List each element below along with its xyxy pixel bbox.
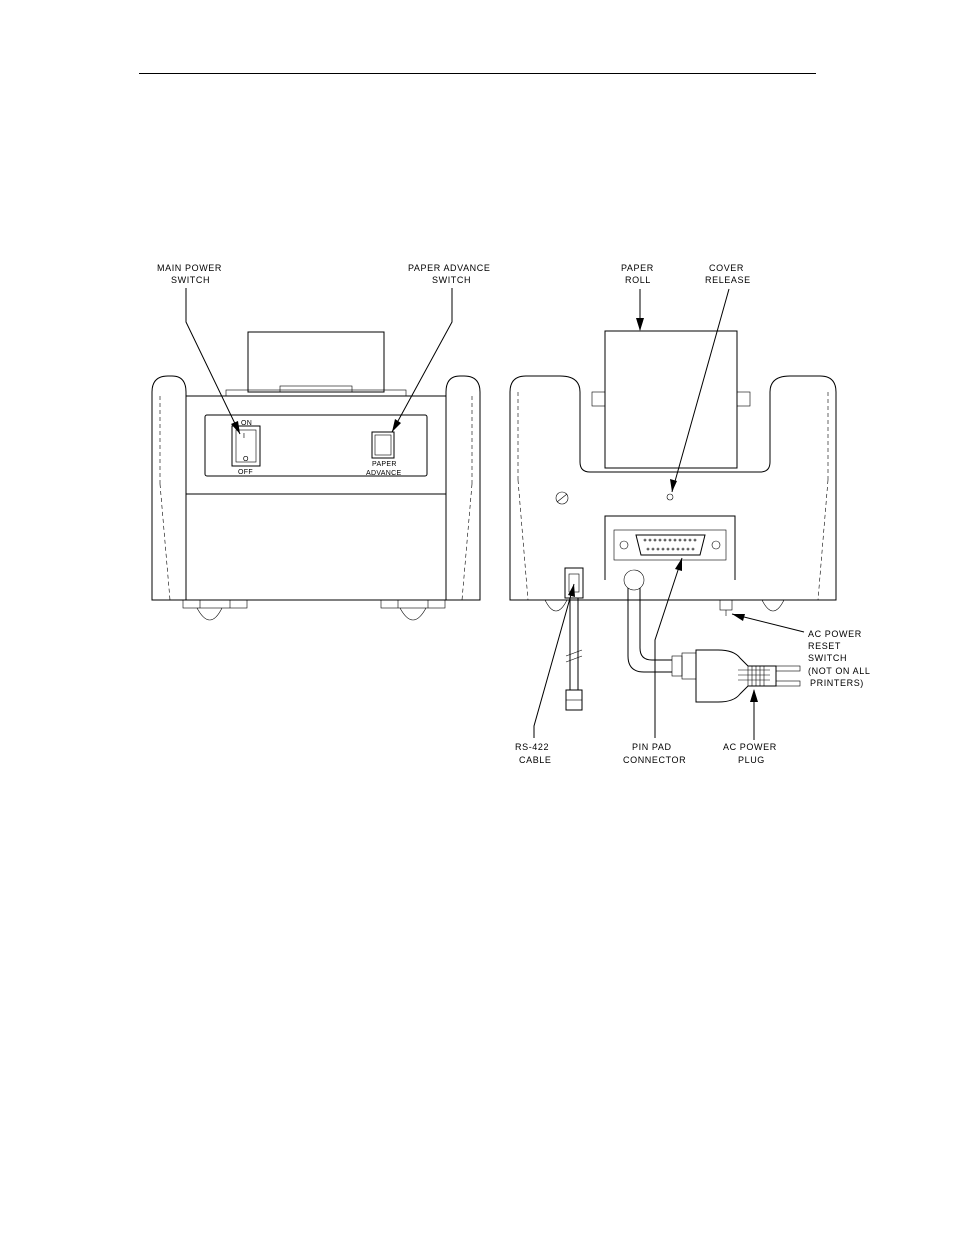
- svg-text:MAIN POWER: MAIN POWER: [157, 263, 222, 273]
- callout-cover-release: COVER RELEASE: [670, 263, 751, 493]
- paper-roll: [604, 330, 738, 469]
- callout-paper-advance-switch: PAPER ADVANCE SWITCH: [391, 263, 491, 433]
- callout-pin-pad-connector: PIN PAD CONNECTOR: [623, 557, 686, 765]
- front-body: [151, 375, 481, 601]
- rs422-jack: [564, 567, 584, 599]
- rear-screw: [555, 491, 569, 505]
- svg-text:RESET: RESET: [808, 641, 841, 651]
- svg-text:CABLE: CABLE: [519, 755, 552, 765]
- callout-rs422-cable: RS-422 CABLE: [515, 583, 575, 765]
- svg-text:RELEASE: RELEASE: [705, 275, 751, 285]
- callout-ac-power-reset-switch: AC POWER RESET SWITCH (NOT ON ALL PRINTE…: [731, 613, 870, 688]
- rear-body: [509, 375, 837, 601]
- front-foot-right: [399, 607, 427, 621]
- svg-text:AC POWER: AC POWER: [723, 742, 777, 752]
- front-foot-left: [196, 607, 223, 621]
- svg-text:COVER: COVER: [709, 263, 744, 273]
- printer-rear-view: [509, 330, 837, 711]
- pin-pad-connector: [613, 529, 727, 561]
- svg-text:RS-422: RS-422: [515, 742, 549, 752]
- off-symbol: O: [243, 456, 249, 463]
- paper-advance-button: [371, 431, 395, 459]
- callout-paper-roll: PAPER ROLL: [621, 263, 654, 331]
- svg-text:ROLL: ROLL: [625, 275, 651, 285]
- reset-switch: [719, 599, 733, 611]
- on-symbol: I: [243, 433, 245, 440]
- svg-text:PAPER ADVANCE: PAPER ADVANCE: [408, 263, 491, 273]
- rear-foot-left: [544, 599, 568, 612]
- power-cord: [627, 588, 672, 673]
- cover-release-hole: [666, 493, 674, 501]
- off-label: OFF: [238, 469, 253, 476]
- svg-text:SWITCH: SWITCH: [432, 275, 471, 285]
- on-label: ON: [241, 420, 252, 427]
- svg-text:PIN PAD: PIN PAD: [632, 742, 672, 752]
- callout-ac-power-plug: AC POWER PLUG: [723, 689, 777, 765]
- front-paper: [247, 331, 385, 393]
- paper-advance-label-2: ADVANCE: [366, 470, 401, 477]
- power-cord-grommet: [623, 569, 645, 591]
- paper-advance-label-1: PAPER: [372, 461, 397, 468]
- connector-recess: [604, 515, 736, 580]
- main-power-switch: [231, 425, 261, 467]
- rear-foot-right: [761, 599, 785, 612]
- printer-front-view: ON I O OFF PAPER ADVANCE: [151, 331, 481, 621]
- svg-text:AC POWER: AC POWER: [808, 629, 862, 639]
- svg-text:SWITCH: SWITCH: [808, 653, 847, 663]
- svg-text:PAPER: PAPER: [621, 263, 654, 273]
- svg-text:(NOT ON ALL: (NOT ON ALL: [808, 666, 870, 676]
- callout-main-power-switch: MAIN POWER SWITCH: [157, 263, 241, 435]
- svg-text:SWITCH: SWITCH: [171, 275, 210, 285]
- svg-text:CONNECTOR: CONNECTOR: [623, 755, 686, 765]
- svg-text:PLUG: PLUG: [738, 755, 765, 765]
- control-panel: [204, 414, 428, 477]
- header-rule: [139, 73, 816, 74]
- svg-text:PRINTERS): PRINTERS): [810, 678, 864, 688]
